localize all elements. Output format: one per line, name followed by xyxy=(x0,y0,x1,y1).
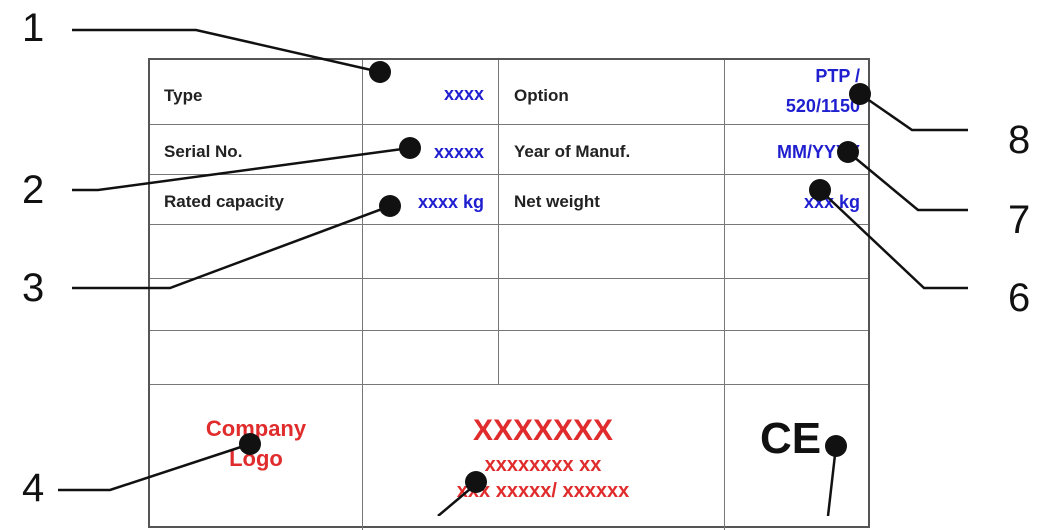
label-net-weight: Net weight xyxy=(514,192,600,211)
center-line3: xxx xxxxx/ xxxxxx xyxy=(456,480,630,502)
ce-mark: CE xyxy=(760,414,822,463)
callout-2: 2 xyxy=(22,168,45,212)
col-divider xyxy=(498,60,499,384)
center-line2: xxxxxxxx xx xyxy=(484,454,602,476)
leader-8 xyxy=(859,92,968,132)
label-option: Option xyxy=(514,86,569,105)
leader-7 xyxy=(847,151,968,212)
col-divider xyxy=(362,60,363,530)
dot-1 xyxy=(369,61,391,83)
leader-3 xyxy=(72,204,391,290)
row-divider xyxy=(150,330,868,331)
callout-4: 4 xyxy=(22,466,45,510)
nameplate: Type xxxx Option PTP / 520/1150 Serial N… xyxy=(148,58,870,530)
leader-4 xyxy=(58,442,251,492)
value-capacity: xxxx kg xyxy=(417,192,484,212)
row-divider xyxy=(150,278,868,279)
leader-lines xyxy=(58,28,968,516)
dot-4 xyxy=(239,433,261,455)
dot-7 xyxy=(837,141,859,163)
label-type: Type xyxy=(164,86,203,105)
value-option-2: 520/1150 xyxy=(785,96,860,116)
leader-1 xyxy=(72,28,381,74)
leader-2 xyxy=(72,146,411,192)
callout-6: 6 xyxy=(1008,276,1031,320)
value-serial: xxxxx xyxy=(433,142,484,162)
callout-1: 1 xyxy=(22,6,45,50)
label-serial: Serial No. xyxy=(164,142,243,161)
row-divider xyxy=(150,224,868,225)
leader-ce xyxy=(826,445,838,516)
dot-8 xyxy=(849,83,871,105)
dot-2 xyxy=(399,137,421,159)
row-divider xyxy=(150,384,868,385)
label-year: Year of Manuf. xyxy=(514,142,631,161)
leader-6 xyxy=(819,189,968,290)
value-option-1: PTP / xyxy=(815,66,860,86)
callout-8: 8 xyxy=(1008,118,1031,162)
dot-6 xyxy=(809,179,831,201)
callout-3: 3 xyxy=(22,266,45,310)
col-divider xyxy=(724,60,725,530)
label-capacity: Rated capacity xyxy=(164,192,284,211)
dot-ce xyxy=(825,435,847,457)
center-line1: XXXXXXX xyxy=(472,414,614,447)
row-divider xyxy=(150,174,868,175)
dot-5 xyxy=(465,471,487,493)
dot-3 xyxy=(379,195,401,217)
callout-7: 7 xyxy=(1008,198,1031,242)
value-type: xxxx xyxy=(443,84,484,104)
row-divider xyxy=(150,124,868,125)
